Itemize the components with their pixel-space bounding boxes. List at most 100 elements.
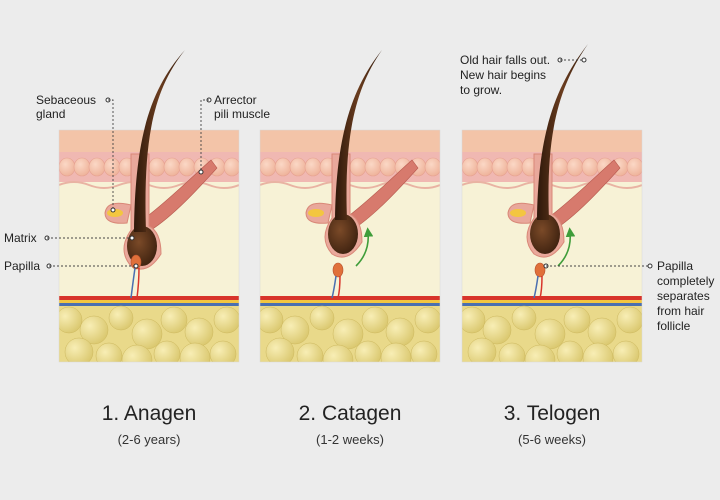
stage-title-telogen: 3. Telogen	[504, 402, 601, 425]
fat-cell	[498, 342, 526, 362]
label-papilla-separates-line3: separates	[657, 289, 710, 303]
skin-cell	[274, 157, 292, 177]
panel-telogen	[461, 44, 643, 363]
fat-cell	[524, 344, 556, 362]
stage-duration-telogen: (5-6 weeks)	[518, 432, 586, 447]
hair-bulb	[328, 214, 358, 254]
capillary-artery	[136, 267, 140, 299]
fat-cell	[414, 306, 440, 334]
panel-body	[59, 130, 239, 362]
stage-captions: 1. Anagen (2-6 years) 2. Catagen (1-2 we…	[102, 402, 601, 447]
skin-cell	[260, 157, 277, 177]
stage-duration-catagen: (1-2 weeks)	[316, 432, 384, 447]
label-old-hair-line1: Old hair falls out.	[460, 53, 550, 67]
fat-cell	[587, 317, 617, 347]
artery-band	[260, 296, 440, 300]
skin-cell	[476, 157, 494, 177]
stage-title-anagen: 1. Anagen	[102, 402, 197, 425]
capillary-vein	[331, 275, 337, 299]
artery-band	[462, 296, 642, 300]
label-sebaceous-gland-line2: gland	[36, 107, 65, 121]
fat-cell	[467, 337, 497, 362]
fat-cell	[209, 340, 237, 362]
yellow-band	[260, 300, 440, 303]
label-papilla-separates-line4: from hair	[657, 304, 704, 318]
skin-cell	[103, 157, 121, 177]
skin-cell	[626, 157, 642, 177]
fat-cell	[108, 305, 134, 331]
vein-band	[260, 303, 440, 306]
label-arrector-pili-line1: Arrector	[214, 93, 257, 107]
capillary-vein	[533, 275, 539, 299]
fat-cell	[616, 306, 642, 334]
skin-cell	[59, 157, 76, 177]
label-papilla-separates-line1: Papilla	[657, 259, 693, 273]
fat-cell	[410, 340, 438, 362]
fat-cell	[121, 344, 153, 362]
skin-cell	[491, 157, 509, 177]
skin-cell	[223, 157, 239, 177]
fat-cell	[582, 342, 614, 362]
stage-duration-anagen: (2-6 years)	[118, 432, 181, 447]
arrector-pili-muscle	[547, 159, 621, 231]
hair-shaft	[134, 50, 185, 232]
skin-cell	[581, 157, 599, 177]
skin-cell	[349, 157, 367, 177]
stage-title-catagen: 2. Catagen	[299, 402, 402, 425]
label-old-hair-line2: New hair begins	[460, 68, 546, 82]
sebaceous-oil	[510, 209, 526, 217]
fat-cell	[385, 317, 415, 347]
hair-bulb	[530, 214, 560, 254]
skin-cell	[506, 157, 524, 177]
yellow-band	[462, 300, 642, 303]
fat-cell	[556, 340, 584, 362]
yellow-band	[59, 300, 239, 303]
skin-cell	[73, 157, 91, 177]
matrix-target-dot	[129, 235, 135, 241]
fat-cell	[79, 315, 109, 345]
label-matrix: Matrix	[4, 231, 37, 245]
capillary-vein	[130, 267, 136, 299]
fat-cell	[213, 306, 239, 334]
papilla-separates-dot	[647, 263, 653, 269]
skin-cell	[178, 157, 196, 177]
fat-cell	[131, 318, 163, 350]
skin-cell	[88, 157, 106, 177]
fat-cell	[380, 342, 412, 362]
growth-arrow	[557, 227, 576, 267]
panel-anagen	[58, 50, 240, 363]
old-hair-target-dot	[581, 57, 587, 63]
papilla	[534, 262, 546, 278]
skin-cell	[304, 157, 322, 177]
fat-cell	[179, 342, 211, 362]
skin-cell	[424, 157, 440, 177]
sebaceous-gland-leader	[108, 99, 114, 210]
fat-cell	[511, 305, 537, 331]
skin-cell	[289, 157, 307, 177]
arrector-pili-muscle	[144, 159, 218, 231]
sebaceous-gland-target-dot	[110, 207, 116, 213]
fat-cell	[59, 306, 83, 334]
growth-arrow	[355, 227, 374, 267]
fat-cell	[361, 306, 389, 334]
hair-shaft	[335, 50, 382, 220]
skin-cell	[148, 157, 166, 177]
arrector-pili-muscle	[345, 159, 419, 231]
fat-cell	[260, 306, 284, 334]
vein-band	[462, 303, 642, 306]
label-arrector-pili-line2: pili muscle	[214, 107, 270, 121]
panel-body	[462, 130, 642, 362]
fat-cell	[332, 318, 364, 350]
label-papilla: Papilla	[4, 259, 40, 273]
skin-cell	[379, 157, 397, 177]
skin-cell	[462, 157, 479, 177]
capillary-artery	[337, 275, 341, 299]
label-sebaceous-gland-line1: Sebaceous	[36, 93, 96, 107]
annotations: Sebaceous gland Arrector pili muscle Mat…	[4, 53, 714, 333]
papilla-target-dot	[133, 263, 139, 269]
panel-catagen	[259, 50, 441, 363]
skin-panels	[58, 44, 643, 363]
fat-cell	[534, 318, 566, 350]
fat-cell	[64, 337, 94, 362]
